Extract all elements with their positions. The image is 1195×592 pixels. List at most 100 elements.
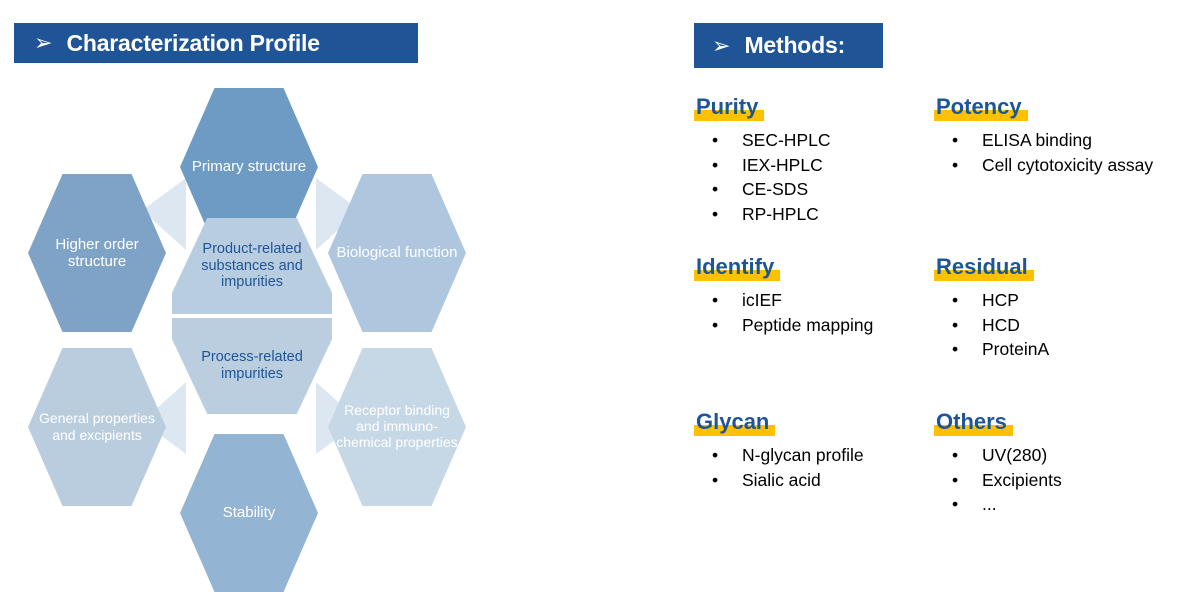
methods-title: Methods: (744, 32, 846, 58)
bullet-icon: • (712, 290, 719, 310)
method-heading-identify: Identify (694, 254, 781, 281)
hexagon-label: Receptor binding and immuno-chemical pro… (336, 402, 458, 450)
list-item-label: RP-HPLC (742, 203, 819, 224)
list-item[interactable]: • HCP (934, 289, 1184, 313)
methods-grid: Purity • SEC-HPLC •IEX-HPLC • CE-SDS • RP-H… (694, 96, 1184, 551)
bullet-icon: • (952, 130, 959, 150)
heading-highlight (694, 110, 765, 121)
list-item[interactable]: •IEX-HPLC (694, 154, 934, 178)
list-item[interactable]: • ELISA binding (934, 129, 1184, 153)
list-item-label: ... (982, 494, 997, 515)
heading-text: Others (936, 409, 1007, 434)
hexagon-receptor-binding-and-immunochemical-properties[interactable]: Receptor binding and immuno-chemical pro… (328, 348, 466, 506)
list-item-label: HCP (982, 290, 1019, 310)
hexagon-label: Stability (222, 504, 276, 522)
hexagon-process-related-impurities[interactable]: Process-related impurities (172, 318, 332, 414)
characterization-profile-title: Characterization Profile (66, 29, 320, 56)
method-list-potency: • ELISA binding • Cell cytotoxicity assay (934, 129, 1184, 177)
list-item[interactable]: • Peptide mapping (694, 314, 934, 338)
hexagon-product-related-substances-and-impurities[interactable]: Product-related substances and impuritie… (172, 218, 332, 314)
bullet-icon: • (712, 314, 719, 335)
method-list-glycan: • N-glycan profile • Sialic acid (694, 444, 934, 492)
heading-highlight (934, 110, 1028, 121)
bullet-icon: • (952, 339, 959, 360)
hexagon-higher-order-structure[interactable]: Higher order structure (28, 174, 166, 332)
arrow-bullet-icon: ➢ (34, 30, 53, 55)
list-item-label: icIEF (742, 290, 782, 310)
list-item[interactable]: •... (934, 493, 1184, 517)
hexagon-label: Higher order structure (55, 235, 139, 270)
method-block-residual: Residual • HCP • HCD • ProteinA (934, 256, 1184, 411)
bullet-icon: • (952, 154, 959, 175)
method-heading-purity: Purity (694, 94, 765, 121)
hexagon-biological-function[interactable]: Biological function (328, 174, 466, 332)
methods-title-bar: ➢ Methods: (694, 23, 883, 68)
heading-highlight (934, 270, 1034, 281)
list-item[interactable]: • ProteinA (934, 338, 1184, 362)
list-item-label: UV(280) (982, 445, 1048, 465)
bullet-icon: • (952, 290, 959, 310)
heading-highlight (694, 270, 781, 281)
method-list-residual: • HCP • HCD • ProteinA (934, 289, 1184, 362)
hexagon-label: General properties and excipients (39, 410, 155, 443)
list-item[interactable]: • Sialic acid (694, 469, 934, 493)
list-item-label: SEC-HPLC (742, 130, 831, 150)
hexagon-general-properties-and-excipients[interactable]: General properties and excipients (28, 348, 166, 506)
method-block-others: Others • UV(280) • Excipients •... (934, 411, 1184, 551)
list-item-label: Peptide mapping (742, 314, 874, 335)
heading-highlight (934, 425, 1013, 436)
method-heading-potency: Potency (934, 96, 1028, 121)
list-item[interactable]: • CE-SDS (694, 178, 934, 202)
arrow-bullet-icon: ➢ (712, 32, 731, 58)
method-block-identify: Identify • icIEF • Peptide mapping (694, 256, 934, 411)
method-list-others: • UV(280) • Excipients •... (934, 444, 1184, 517)
list-item[interactable]: • Cell cytotoxicity assay (934, 154, 1184, 178)
bullet-icon: • (712, 154, 719, 175)
list-item[interactable]: • N-glycan profile (694, 444, 934, 468)
bullet-icon: • (712, 179, 719, 200)
method-list-identify: • icIEF • Peptide mapping (694, 289, 934, 337)
list-item[interactable]: • SEC-HPLC (694, 129, 934, 153)
list-item[interactable]: • Excipients (934, 469, 1184, 493)
list-item[interactable]: • UV(280) (934, 444, 1184, 468)
bullet-icon: • (952, 314, 959, 335)
hexagon-stability[interactable]: Stability (180, 434, 318, 592)
bullet-icon: • (952, 445, 959, 465)
bullet-icon: • (712, 130, 719, 150)
heading-text: Purity (696, 94, 759, 119)
hexagon-label: Primary structure (191, 158, 307, 176)
heading-text: Glycan (696, 409, 770, 434)
heading-text: Residual (936, 254, 1028, 279)
list-item-label: HCD (982, 314, 1020, 335)
characterization-hexagon-diagram: Higher order structure General propertie… (24, 86, 474, 592)
heading-highlight (694, 425, 776, 436)
bullet-icon: • (952, 494, 959, 515)
hexagon-label: Biological function (336, 244, 458, 262)
bullet-icon: • (712, 445, 719, 465)
list-item[interactable]: • icIEF (694, 289, 934, 313)
characterization-profile-title-bar: ➢ Characterization Profile (14, 23, 418, 63)
list-item-label: Cell cytotoxicity assay (982, 154, 1154, 175)
method-heading-others: Others (934, 411, 1013, 436)
list-item-label: Excipients (982, 469, 1062, 490)
method-heading-glycan: Glycan (694, 409, 776, 436)
list-item-label: ProteinA (982, 339, 1050, 360)
bullet-icon: • (952, 469, 959, 490)
list-item-label: N-glycan profile (742, 445, 864, 465)
method-block-purity: Purity • SEC-HPLC •IEX-HPLC • CE-SDS • RP-H… (694, 96, 934, 256)
list-item-label: ELISA binding (982, 130, 1092, 150)
hexagon-label: Product-related substances and impuritie… (201, 240, 303, 291)
hexagon-label: Process-related impurities (201, 349, 303, 382)
list-item-label: CE-SDS (742, 179, 809, 200)
heading-text: Potency (936, 94, 1022, 119)
list-item[interactable]: • HCD (934, 314, 1184, 338)
bullet-icon: • (712, 469, 719, 490)
method-list-purity: • SEC-HPLC •IEX-HPLC • CE-SDS • RP-HPLC (694, 129, 934, 227)
list-item[interactable]: • RP-HPLC (694, 203, 934, 227)
list-item-label: Sialic acid (742, 469, 821, 490)
heading-text: Identify (696, 254, 775, 279)
bullet-icon: • (712, 203, 719, 224)
method-heading-residual: Residual (934, 256, 1034, 281)
hexagon-center-group: Product-related substances and impuritie… (172, 218, 332, 414)
method-block-glycan: Glycan • N-glycan profile • Sialic acid (694, 411, 934, 551)
